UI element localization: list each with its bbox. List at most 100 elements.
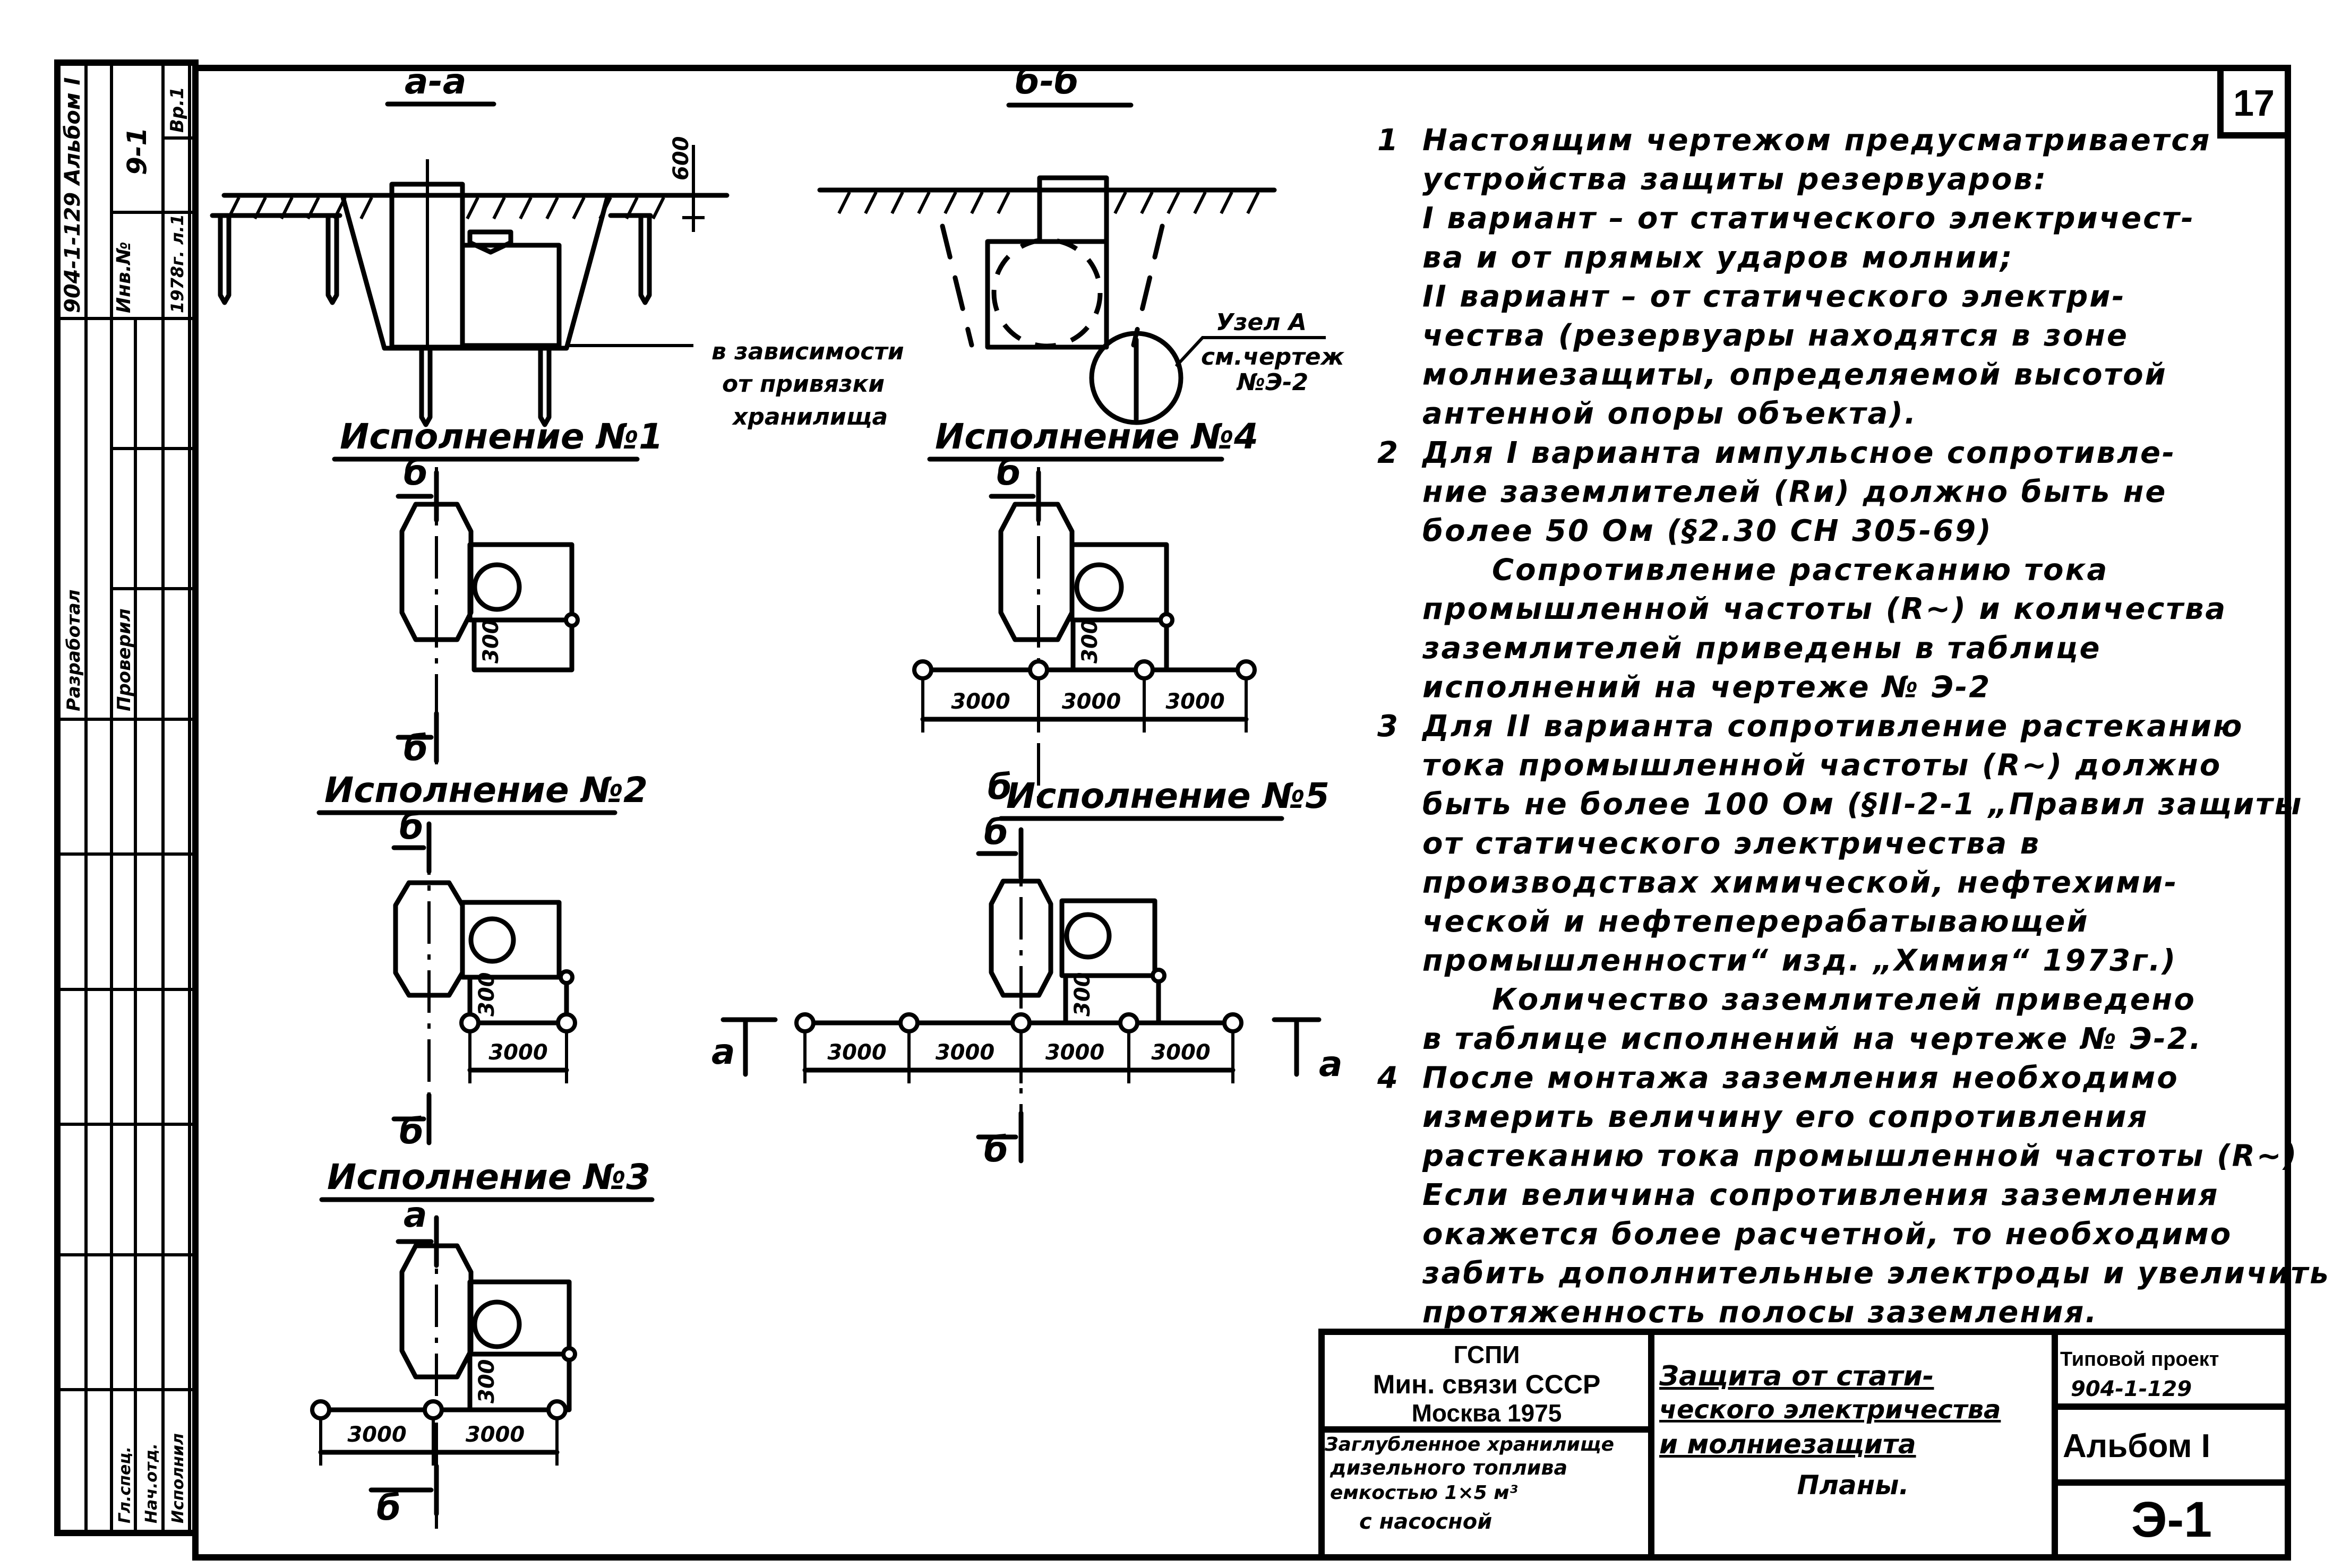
note-line: от привязки [722, 371, 885, 398]
note-line: более 50 Ом (§2.30 СН 305-69) [1422, 514, 1993, 548]
stamp-role: Исполнил [169, 1433, 187, 1523]
stamp-role: Нач.отд. [142, 1443, 161, 1523]
project-number: 904-1-129 [2071, 1377, 2192, 1401]
dimension-label: 3000 [951, 690, 1010, 714]
node-a-circle [1089, 331, 1183, 425]
drawing-title: и молниезащита [1659, 1429, 1916, 1460]
section-a-a-label: а-а [405, 61, 466, 102]
electrode-point [1222, 1012, 1243, 1033]
dimension-label: 3000 [827, 1040, 886, 1065]
node-a-ref: см.чертеж [1201, 343, 1345, 371]
manhole [472, 1299, 522, 1349]
note-line: ва и от прямых ударов молнии; [1422, 240, 2013, 275]
side-stamp-text: 904-1-129 Альбом I 9-1 Инв.№ Вр.1 1978г.… [61, 77, 188, 1523]
note-line: ческой и нефтеперерабатывающей [1422, 904, 2089, 939]
note-line: протяженность полосы заземления. [1422, 1295, 2098, 1330]
note-line: Настоящим чертежом предусматривается [1422, 123, 2211, 158]
note-line: антенной опоры объекта). [1422, 397, 1917, 431]
note-line: Если величина сопротивления заземления [1422, 1178, 2219, 1212]
side-stamp-frame [54, 59, 199, 1536]
dimension-label: 300 [475, 972, 499, 1017]
plan-label: Исполнение №2 [324, 770, 648, 811]
note-line: молниезащиты, определяемой высотой [1422, 358, 2167, 392]
note-line: Для I варианта импульсное сопротивле- [1421, 436, 2176, 470]
node-a-ref: №Э-2 [1236, 369, 1308, 396]
stamp-code: 9-1 [122, 127, 152, 175]
sheet-code: Э-1 [2131, 1492, 2212, 1548]
note-line: в зависимости [711, 338, 904, 365]
org-name: ГСПИ [1454, 1341, 1520, 1368]
project-label: Типовой проект [2060, 1348, 2219, 1371]
electrode-point [912, 659, 933, 680]
org-ministry: Мин. связи СССР [1373, 1369, 1601, 1399]
note-line: растеканию тока промышленной частоты (R~… [1422, 1139, 2298, 1174]
electrode-point [1010, 1012, 1032, 1033]
manhole [1074, 562, 1124, 612]
ground-conductor-loop [471, 617, 574, 673]
electrode-point [1028, 659, 1049, 680]
plan-label: Исполнение №1 [340, 416, 663, 457]
electrode-point [1159, 612, 1174, 628]
manhole [468, 916, 516, 964]
electrode-point [564, 612, 580, 628]
section-mark-letter: б [404, 728, 428, 769]
dimension-label: 300 [475, 1359, 499, 1404]
tank-plan [998, 502, 1075, 642]
note-number: 1 [1377, 123, 1400, 158]
note-line: I вариант – от статического электричест- [1422, 201, 2195, 236]
dimension-label: 3000 [1151, 1040, 1210, 1065]
general-notes: 1 Настоящим чертежом предусматривается уст… [1377, 123, 2329, 1330]
object-line: Заглубленное хранилище [1324, 1434, 1614, 1455]
note-line: от статического электричества в [1422, 826, 2040, 861]
section-mark-letter: б [399, 806, 424, 847]
electrode [419, 346, 552, 427]
note-number: 4 [1377, 1061, 1400, 1095]
electrode-point [1134, 659, 1155, 680]
note-line: чества (резервуары находятся в зоне [1422, 318, 2129, 353]
electrode-point [459, 1012, 481, 1033]
section-mark-letter: б [404, 452, 428, 493]
electrode-point [423, 1399, 444, 1420]
note-number: 3 [1377, 709, 1400, 744]
note-line: устройства защиты резервуаров: [1422, 162, 2047, 197]
dimension-label: 3000 [466, 1423, 525, 1447]
album: Альбом I [2063, 1428, 2210, 1464]
dimension-label: 3000 [1045, 1040, 1104, 1065]
stamp-role: Разработал [63, 589, 84, 711]
section-b-b-label: б-б [1015, 61, 1079, 102]
tank-neck [1037, 175, 1109, 244]
pump-box [460, 243, 562, 348]
electrode-point [898, 1012, 920, 1033]
pit-outline [340, 195, 610, 351]
dimension-label: 3000 [1165, 690, 1224, 714]
section-mark-letter: а [404, 1194, 427, 1235]
note-line: производствах химической, нефтехими- [1422, 865, 2178, 900]
manhole [472, 562, 522, 612]
side-stamp-grid [57, 63, 195, 1533]
stamp-inv: Инв.№ [113, 242, 135, 313]
tank-plan [393, 880, 465, 998]
electrode-point [561, 1346, 577, 1362]
note-line: промышленности“ изд. „Химия“ 1973г.) [1422, 944, 2177, 978]
tank-dashed [991, 237, 1103, 349]
electrode-point [794, 1012, 816, 1033]
plan-label: Исполнение №5 [1006, 776, 1330, 816]
dimension-label: 3000 [347, 1423, 406, 1447]
plan-label: Исполнение №4 [935, 416, 1258, 457]
tank-plan [989, 878, 1053, 998]
note-number: 2 [1377, 436, 1400, 470]
dimension-label: 300 [479, 619, 503, 664]
drawing-subtitle: Планы. [1797, 1470, 1909, 1501]
note-line: заземлителей приведены в таблице [1422, 631, 2102, 666]
section-mark-letter: б [376, 1487, 401, 1528]
note-line: быть не более 100 Ом (§II-2-1 „Правил за… [1422, 787, 2303, 822]
section-mark-letter: б [997, 452, 1021, 493]
stamp-ver: Вр.1 [167, 87, 188, 133]
note-line: промышленной частоты (R~) и количества [1422, 592, 2227, 626]
electrode-point [310, 1399, 331, 1420]
